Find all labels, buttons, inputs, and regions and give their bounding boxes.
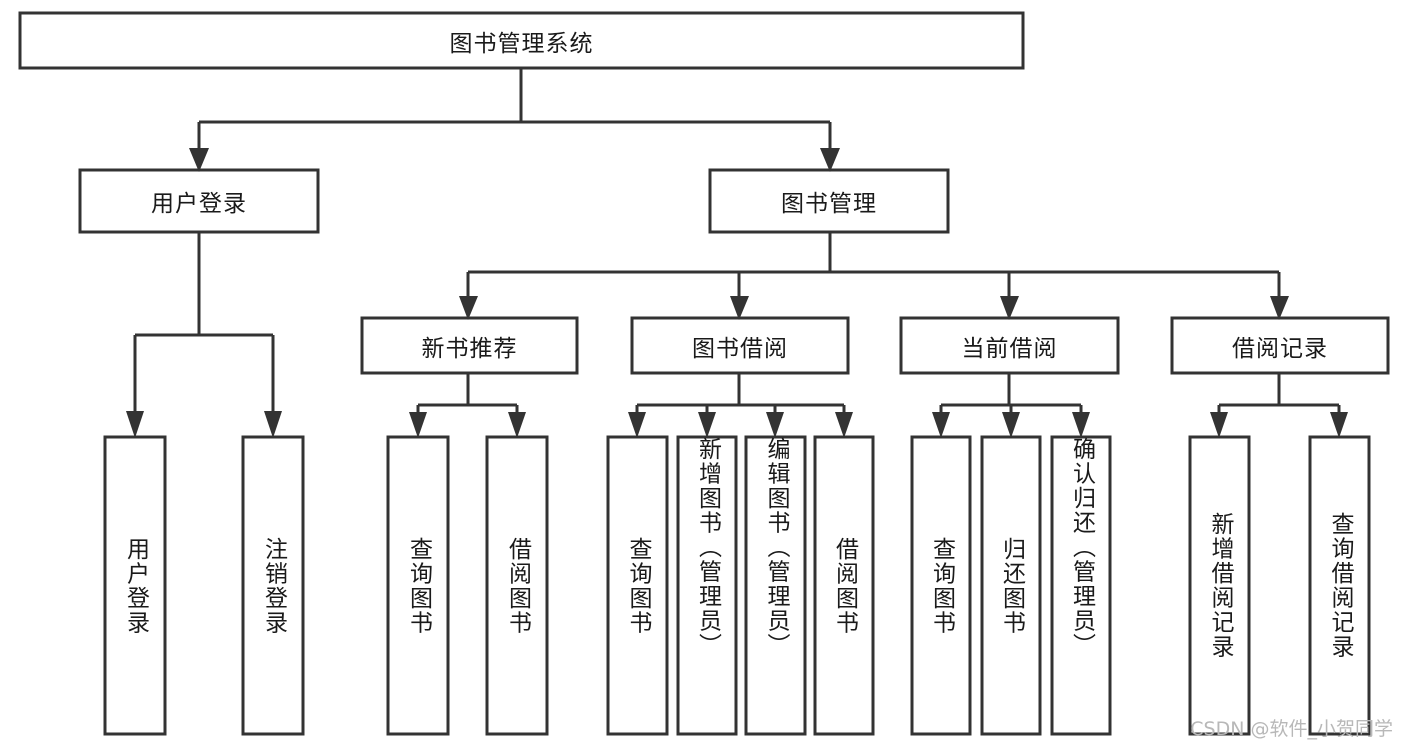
arrow-head-leaf-user-login-1: [264, 411, 282, 438]
arrow-head-leaf-current-borrow-2: [1072, 412, 1090, 438]
leaf-box-user-login-0[interactable]: [103, 435, 167, 736]
leaf-box-current-borrow-0[interactable]: [910, 435, 972, 736]
arrow-head-book-borrow: [730, 296, 749, 320]
arrow-head-leaf-user-login-0: [126, 411, 144, 438]
arrow-head-leaf-book-borrow-3: [835, 412, 853, 438]
arrow-head-user-login: [189, 148, 209, 172]
leaf-box-user-login-1[interactable]: [241, 435, 305, 736]
arrow-head-leaf-book-borrow-1: [698, 412, 716, 438]
leaf-box-borrow-record-0[interactable]: [1188, 435, 1251, 736]
node-box-user-login[interactable]: [78, 168, 320, 234]
leaf-box-borrow-record-1[interactable]: [1308, 435, 1371, 736]
arrow-head-leaf-borrow-record-0: [1210, 412, 1228, 438]
node-box-borrow-record[interactable]: [1170, 316, 1390, 375]
arrow-head-new-book: [459, 296, 478, 320]
arrow-head-leaf-new-book-1: [508, 412, 526, 438]
node-box-root[interactable]: [18, 11, 1025, 70]
leaf-box-new-book-1[interactable]: [485, 435, 549, 736]
arrow-head-leaf-book-borrow-2: [766, 412, 784, 438]
arrow-head-current-borrow: [1000, 296, 1019, 320]
leaf-box-book-borrow-1[interactable]: [676, 435, 738, 736]
node-box-book-management[interactable]: [708, 168, 950, 234]
node-box-book-borrow[interactable]: [630, 316, 850, 375]
leaf-box-current-borrow-1[interactable]: [980, 435, 1042, 736]
leaf-box-book-borrow-2[interactable]: [744, 435, 807, 736]
node-box-current-borrow[interactable]: [899, 316, 1120, 375]
arrow-head-leaf-book-borrow-0: [628, 412, 646, 438]
arrow-head-leaf-new-book-0: [409, 412, 427, 438]
arrow-head-leaf-current-borrow-0: [932, 412, 950, 438]
leaf-box-current-borrow-2[interactable]: [1050, 435, 1112, 736]
leaf-box-new-book-0[interactable]: [386, 435, 450, 736]
leaf-box-book-borrow-0[interactable]: [606, 435, 669, 736]
arrow-head-book-management: [820, 148, 840, 172]
leaf-box-book-borrow-3[interactable]: [813, 435, 875, 736]
node-box-new-book-recommend[interactable]: [360, 316, 579, 375]
arrow-head-leaf-borrow-record-1: [1330, 412, 1348, 438]
arrow-head-leaf-current-borrow-1: [1002, 412, 1020, 438]
arrow-head-borrow-record: [1270, 296, 1289, 320]
